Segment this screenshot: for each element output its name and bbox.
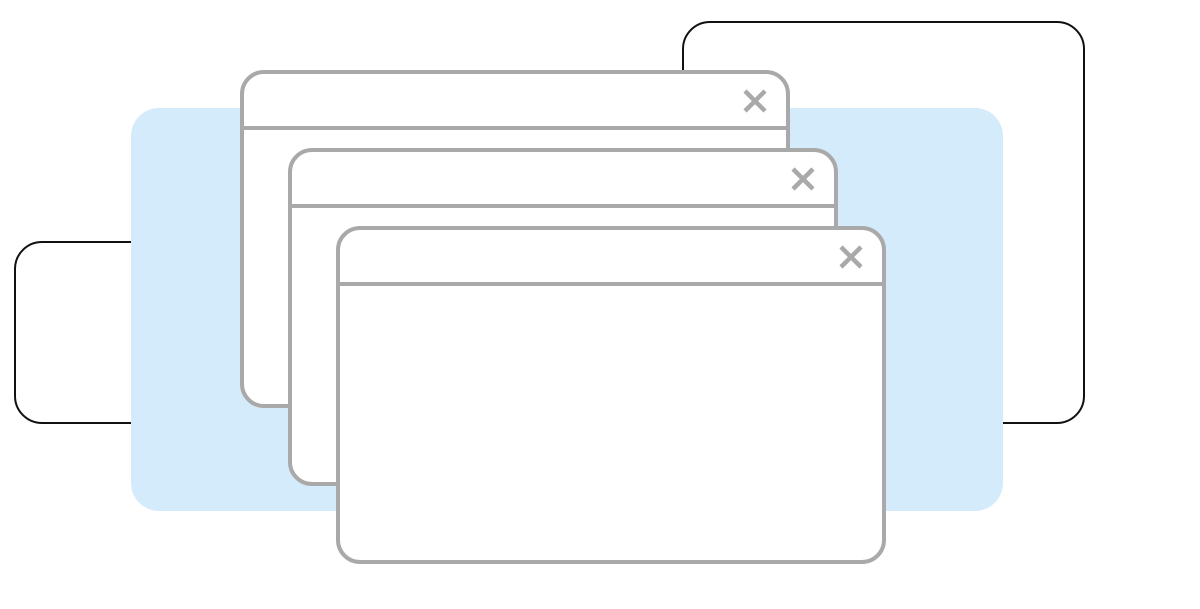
window-middle-titlebar[interactable] xyxy=(292,152,834,208)
close-icon xyxy=(838,244,864,270)
window-back-close-button[interactable] xyxy=(742,88,768,114)
window-middle-close-button[interactable] xyxy=(790,166,816,192)
window-front-content xyxy=(340,286,882,560)
window-back-titlebar[interactable] xyxy=(244,74,786,130)
close-icon xyxy=(742,88,768,114)
window-front[interactable] xyxy=(336,226,886,564)
close-icon xyxy=(790,166,816,192)
window-front-titlebar[interactable] xyxy=(340,230,882,286)
window-front-close-button[interactable] xyxy=(838,244,864,270)
